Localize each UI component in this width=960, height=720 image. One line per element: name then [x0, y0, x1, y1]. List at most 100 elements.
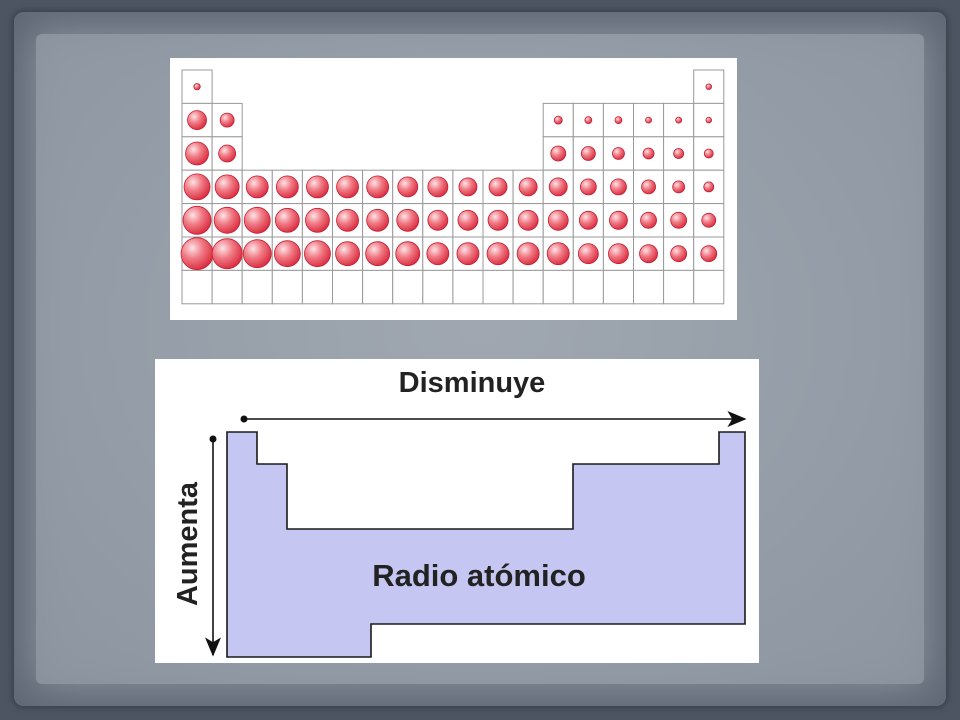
element-cell: [693, 169, 725, 205]
atom-sphere: [703, 148, 714, 159]
atom-sphere: [612, 147, 625, 160]
element-cell: [211, 136, 243, 171]
element-cell: [211, 269, 243, 305]
element-cell: [271, 269, 303, 305]
atom-sphere: [273, 240, 301, 268]
atom-sphere: [457, 209, 479, 231]
element-cell: [663, 269, 695, 305]
atom-sphere: [580, 146, 596, 161]
atom-sphere: [578, 210, 598, 230]
element-cell: [602, 269, 634, 305]
atom-sphere: [306, 175, 329, 199]
atom-sphere: [187, 110, 207, 130]
atom-sphere: [614, 116, 623, 124]
atom-sphere: [336, 175, 359, 199]
atom-sphere: [395, 241, 421, 267]
element-cell: [482, 269, 514, 305]
atom-sphere: [705, 83, 712, 90]
atom-sphere: [609, 210, 628, 230]
trend-diagram-svg: Disminuye Aumenta Radio atómico: [172, 367, 747, 658]
element-cell: [422, 269, 454, 305]
element-cell: [332, 269, 364, 305]
atom-sphere: [426, 242, 450, 266]
atom-sphere: [577, 243, 599, 265]
atom-sphere: [211, 238, 243, 270]
atom-sphere: [245, 175, 269, 199]
periodic-table-grid: [180, 69, 725, 305]
atom-sphere: [396, 208, 420, 232]
element-cell: [633, 269, 665, 305]
atom-sphere: [275, 175, 299, 199]
atom-sphere: [608, 243, 629, 265]
atom-sphere: [365, 241, 391, 267]
atom-sphere: [242, 239, 272, 269]
atom-sphere: [641, 179, 656, 195]
atom-sphere: [193, 83, 201, 91]
atom-sphere: [670, 245, 688, 263]
atom-sphere: [488, 177, 508, 197]
atom-sphere: [182, 205, 212, 235]
atom-sphere: [458, 177, 478, 197]
atom-sphere: [517, 209, 539, 231]
atom-sphere: [640, 211, 657, 229]
element-cell: [542, 269, 574, 305]
atom-sphere: [213, 206, 241, 234]
atom-sphere: [550, 145, 567, 162]
atom-sphere: [645, 116, 652, 124]
element-cell: [392, 269, 424, 305]
atomic-radius-trend-diagram: Disminuye Aumenta Radio atómico: [155, 359, 759, 663]
atom-sphere: [639, 244, 658, 264]
atom-sphere: [486, 242, 510, 266]
atom-sphere: [304, 240, 331, 268]
element-cell: [572, 269, 604, 305]
element-cell: [362, 269, 394, 305]
atom-sphere: [336, 208, 359, 232]
atom-sphere: [397, 176, 419, 198]
atom-sphere: [335, 241, 360, 267]
vertical-trend-label: Aumenta: [172, 481, 204, 606]
atom-sphere: [219, 112, 235, 128]
atom-sphere: [456, 242, 480, 266]
atom-sphere: [366, 175, 390, 199]
atom-sphere: [670, 211, 688, 229]
atom-sphere: [180, 237, 214, 271]
region-label: Radio atómico: [372, 558, 586, 593]
atom-sphere: [642, 147, 655, 160]
atom-sphere: [547, 209, 569, 231]
atom-sphere: [183, 173, 211, 201]
atom-sphere: [427, 176, 449, 198]
element-cell: [512, 269, 544, 305]
atom-sphere: [703, 181, 715, 193]
element-cell: [181, 269, 213, 305]
element-cell: [452, 269, 484, 305]
atom-sphere: [546, 242, 570, 266]
atom-sphere: [487, 209, 509, 231]
element-cell: [693, 269, 725, 305]
atom-sphere: [701, 212, 717, 228]
atom-sphere: [518, 177, 538, 197]
periodic-table-radius-image: [170, 58, 737, 320]
atom-sphere: [274, 207, 300, 233]
periodic-table-outline: [226, 431, 746, 658]
atom-sphere: [553, 115, 563, 125]
atom-sphere: [548, 177, 568, 197]
atom-sphere: [705, 116, 712, 124]
horizontal-trend-label: Disminuye: [399, 367, 546, 399]
atom-sphere: [675, 116, 683, 124]
atom-sphere: [610, 178, 627, 196]
atom-sphere: [185, 141, 209, 166]
element-cell: [241, 269, 273, 305]
atom-sphere: [579, 178, 597, 196]
atom-sphere: [516, 242, 540, 266]
atom-sphere: [700, 245, 718, 263]
atom-sphere: [214, 174, 240, 200]
atom-sphere: [243, 206, 271, 234]
atom-sphere: [218, 144, 237, 163]
atom-sphere: [305, 207, 330, 233]
atom-sphere: [672, 180, 686, 194]
atom-sphere: [584, 116, 593, 124]
atom-sphere: [427, 209, 449, 231]
element-cell: [301, 269, 333, 305]
atom-sphere: [366, 208, 390, 232]
atom-sphere: [673, 148, 685, 159]
